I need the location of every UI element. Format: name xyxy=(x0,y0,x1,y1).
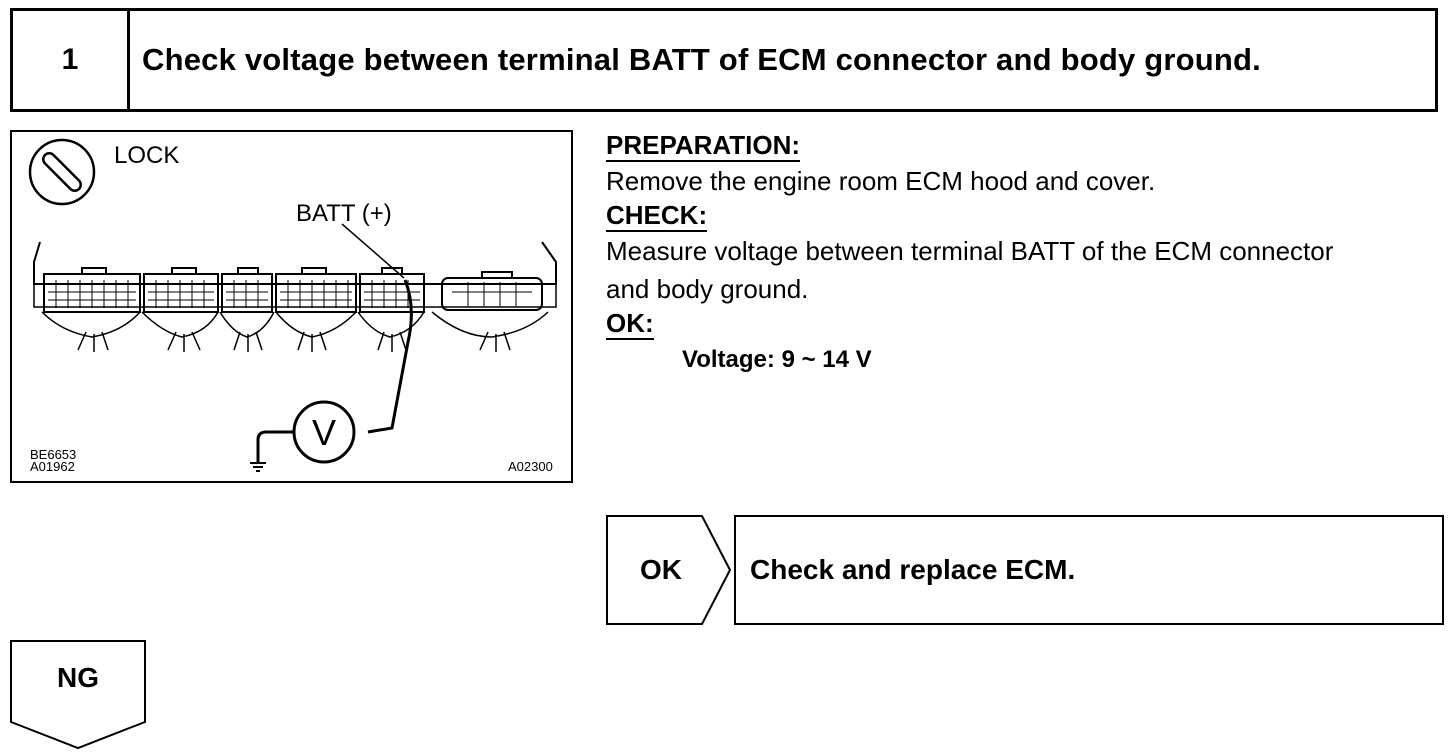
check-text-line-2: and body ground. xyxy=(606,274,809,304)
ok-label: OK xyxy=(640,554,682,585)
ground-icon xyxy=(250,462,266,472)
step-title: Check voltage between terminal BATT of E… xyxy=(142,42,1261,77)
figure-code-1: BE6653 xyxy=(30,447,77,462)
ok-spec: Voltage: 9 ~ 14 V xyxy=(682,346,872,373)
ng-label: NG xyxy=(57,662,99,693)
arrow-right-icon xyxy=(606,515,732,625)
instructions: PREPARATION: Remove the engine room ECM … xyxy=(606,130,1452,380)
connector-diagram: V xyxy=(28,138,557,472)
step-number: 1 xyxy=(13,11,130,109)
check-heading: CHECK: xyxy=(606,200,708,232)
preparation-text: Remove the engine room ECM hood and cove… xyxy=(606,166,1156,196)
ok-heading: OK: xyxy=(606,308,654,340)
check-text-line-1: Measure voltage between terminal BATT of… xyxy=(606,236,1334,266)
batt-terminal-label: BATT (+) xyxy=(296,200,392,227)
arrow-down-icon xyxy=(10,640,146,750)
lock-label: LOCK xyxy=(114,142,180,169)
voltmeter-icon: V xyxy=(292,400,356,464)
figure-code-3: A02300 xyxy=(508,459,553,474)
voltmeter-symbol: V xyxy=(312,412,336,453)
ok-result-tag: OK xyxy=(606,515,732,625)
figure-code-2: A01962 xyxy=(30,459,75,474)
wire-harness xyxy=(41,311,549,352)
ok-action-box: Check and replace ECM. xyxy=(734,515,1444,625)
preparation-heading: PREPARATION: xyxy=(606,130,801,162)
ignition-lock-icon xyxy=(28,138,96,206)
step-header: 1 Check voltage between terminal BATT of… xyxy=(10,8,1438,112)
ng-result-tag: NG xyxy=(10,640,150,750)
ecm-connector-figure: V LOCK BATT (+) BE6653 A01962 A02300 xyxy=(10,130,573,483)
ecm-connector-blocks xyxy=(43,267,543,313)
